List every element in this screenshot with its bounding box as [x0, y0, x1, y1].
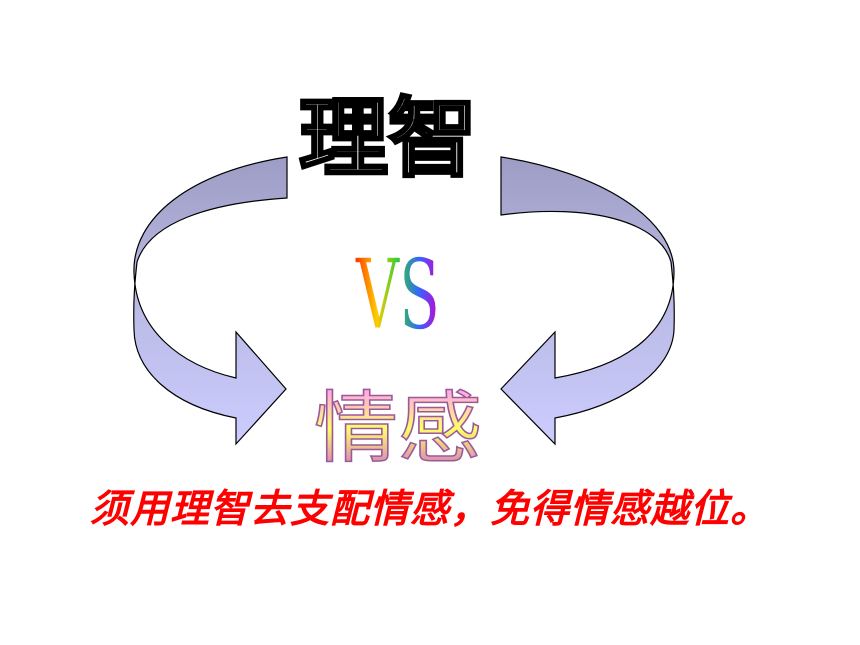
vs-label: VS — [355, 239, 440, 351]
left-curved-arrow-icon — [133, 156, 288, 446]
right-curved-arrow-icon — [500, 156, 675, 446]
top-word-reason: 理智 — [299, 89, 477, 189]
bottom-word-emotion: 情感 — [314, 384, 482, 474]
caption-text: 须用理智去支配情感，免得情感越位。 — [89, 486, 770, 532]
